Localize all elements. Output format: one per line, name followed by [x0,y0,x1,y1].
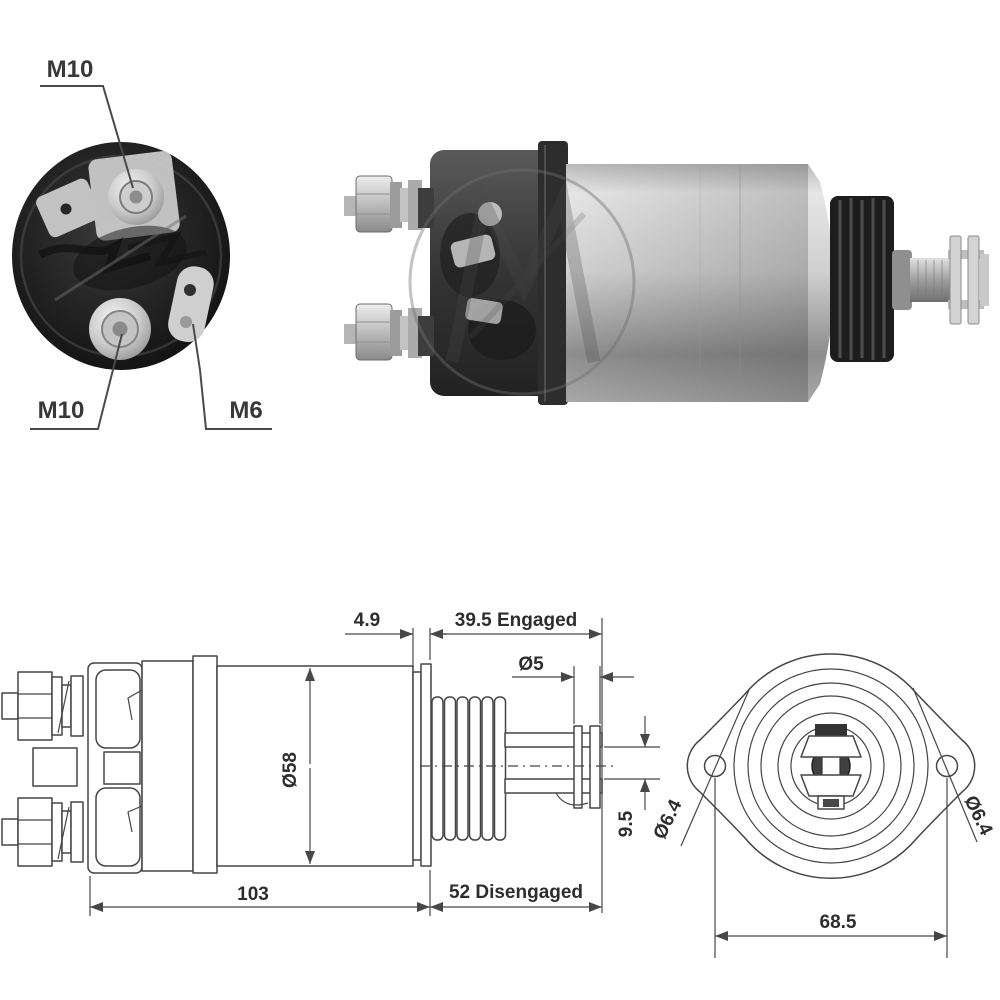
m6-blade-rivet [180,316,192,328]
fork-upper-prong [504,732,603,748]
dim-body-length: 103 [237,884,269,905]
right-hole-leader-line [912,687,978,843]
contact-link-dark-2 [127,231,207,268]
cap-detail-line [127,689,143,721]
dim-fork-slot: 9.5 [616,810,637,837]
bolt-hex-nut [355,175,393,233]
bellows-drawing [431,696,507,841]
photo-bolt-lower [344,303,434,361]
rod-splines [917,260,943,300]
dimension-lines [90,629,650,912]
terminal-link-bright [450,234,496,268]
top-terminal-leader-line [40,85,134,189]
flange-drawing: Ø6.4 Ø6.4 68.5 [650,653,997,958]
bellows-ribs [838,198,886,360]
dim-flange-thickness: 4.9 [354,610,380,631]
drawing-bolt-upper [1,671,84,741]
fork-bottom-link [948,300,984,309]
reflection-streak [54,214,187,302]
left-hole-leader-line [680,689,750,847]
flange-witness-lines [714,778,948,958]
photo-bolt-upper [344,175,434,233]
end-view-labels: M10 M10 M6 [30,56,272,430]
cap-detail-line-2 [127,805,143,833]
fork-top-link [948,250,984,259]
end-view-photo [12,142,230,370]
top-terminal-thread [129,190,143,204]
terminal-link-bright-2 [465,298,503,324]
aux-terminal-label: M6 [229,397,262,424]
solenoid-body-outline [216,665,414,867]
plunger-collar [892,250,912,310]
mounting-hole-left [703,754,727,778]
rear-cap-boss-lower [95,787,141,867]
fork-end-cap [980,254,989,306]
mounting-flange-plate [420,663,432,867]
side-drawing: 4.9 39.5 Engaged Ø5 Ø58 9.5 103 52 Disen… [1,610,660,916]
body-front-section [141,660,194,872]
top-terminal-label: M10 [47,56,94,83]
body-end-ring [412,671,422,861]
side-tab-hole [60,203,72,215]
bolt-bracket [418,188,434,228]
fork-plate [949,235,962,325]
m6-blade-hole [184,284,196,296]
bottom-terminal-leader-line [30,333,123,430]
rear-cap-notch [103,751,141,785]
bottom-terminal-thread [112,321,128,337]
m6-blade-terminal [168,266,214,343]
mounting-collar [538,141,568,405]
aux-terminal-leader-line [192,323,272,430]
fork-plate-2 [967,235,980,325]
rear-cap-boss-upper [95,669,141,749]
dim-body-diameter: Ø58 [280,752,301,788]
bolt-washer [400,188,410,222]
dim-disengaged-travel: 52 Disengaged [449,882,583,903]
dim-right-hole-diameter: Ø6.4 [959,792,996,839]
mounting-hole-right [935,754,959,778]
side-view-photo [344,141,989,405]
terminal-spacer-block [32,747,78,787]
fork-lower-prong [504,778,603,794]
bolt-washer [390,182,402,228]
contact-link-dark [38,236,152,274]
bottom-terminal-label: M10 [38,397,85,424]
fork-pin-bar [573,725,583,809]
body-front-band [192,655,218,874]
dim-pin-diameter: Ø5 [518,654,544,675]
terminal-nut-bright [478,202,502,226]
fork-end-bar [589,725,601,809]
cylinder-shoulder [808,164,834,402]
dim-hole-spacing: 68.5 [820,912,857,933]
dim-left-hole-diameter: Ø6.4 [650,796,687,843]
center-fork-front [800,724,862,810]
zm-brand-watermark-icon [408,168,636,396]
drawing-bolt-lower [1,797,84,867]
plunger-rod [910,258,954,302]
dim-engaged-travel: 39.5 Engaged [455,610,578,631]
fork-hook-arc [555,792,589,806]
